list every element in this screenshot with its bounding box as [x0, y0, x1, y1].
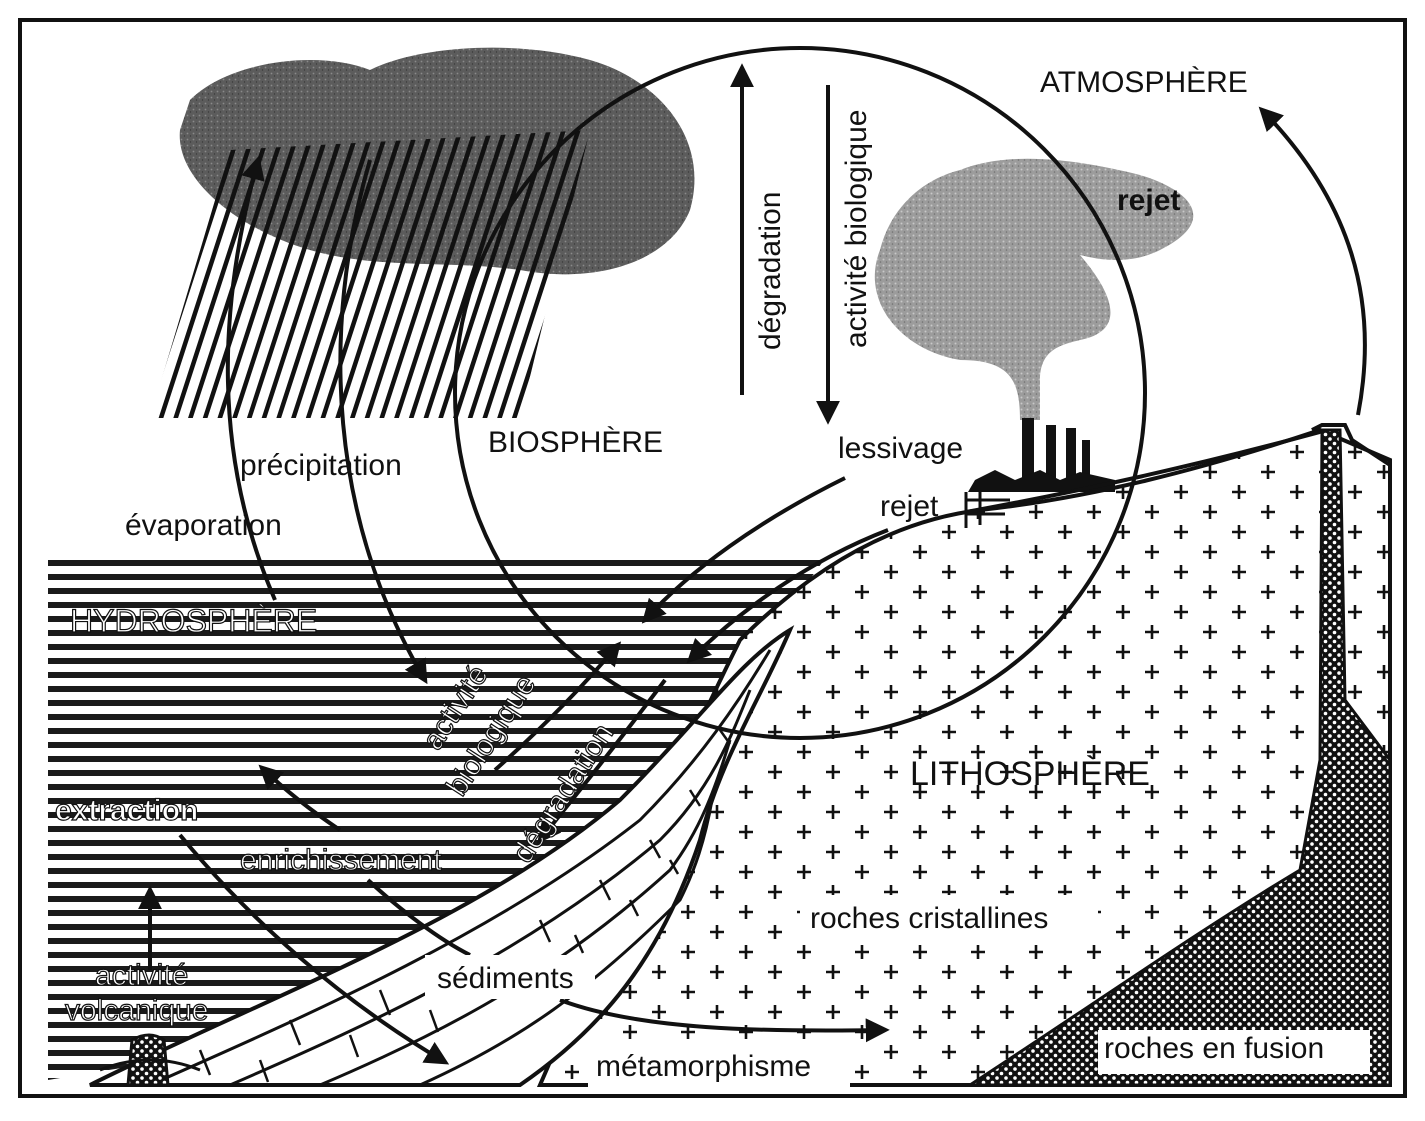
enrichment-label: enrichissement	[240, 844, 442, 877]
atmosphere-label: ATMOSPHÈRE	[1040, 66, 1248, 99]
volcanic-activity-label-1: activité	[95, 959, 188, 992]
volcanic-activity-label-2: volcanique	[65, 994, 208, 1027]
metamorphism-label: métamorphisme	[596, 1050, 811, 1083]
degradation-vertical-label: dégradation	[754, 192, 787, 350]
biosphere-label: BIOSPHÈRE	[488, 426, 663, 459]
biological-activity-vertical-label: activité biologique	[840, 110, 873, 349]
hydrosphere-label: HYDROSPHÈRE	[70, 603, 317, 639]
molten-rocks-label: roches en fusion	[1104, 1032, 1324, 1065]
emission-factory-label: rejet	[880, 490, 939, 523]
evaporation-label: évaporation	[125, 509, 282, 542]
emission-cloud-label: rejet	[1117, 184, 1180, 217]
precipitation-label: précipitation	[240, 449, 402, 482]
lithosphere-label: LITHOSPHÈRE	[910, 755, 1150, 793]
sediments-label: sédiments	[437, 962, 574, 995]
extraction-label: extraction	[55, 794, 198, 827]
crystalline-rocks-label: roches cristallines	[810, 902, 1048, 935]
leaching-label: lessivage	[838, 432, 963, 465]
